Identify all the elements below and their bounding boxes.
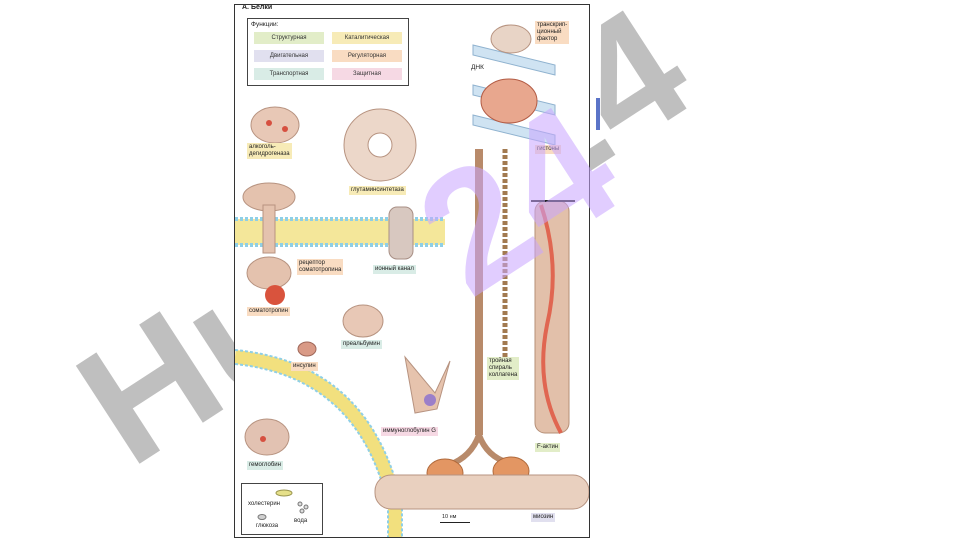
label-collagen: тройная спираль коллагена bbox=[487, 357, 520, 380]
cholesterol-icon bbox=[275, 489, 293, 497]
label-ion-channel: ионный канал bbox=[373, 265, 416, 274]
label-alcohol-dh: алкоголь- дегидрогеназа bbox=[247, 143, 292, 159]
label-transcription-factor: транскрип- ционный фактор bbox=[535, 21, 570, 44]
label-glutamine-synthetase: глутаминсинтетаза bbox=[349, 186, 406, 195]
key-cholesterol: холестерин bbox=[248, 501, 280, 507]
legend-structural: Структурная bbox=[254, 32, 324, 44]
immunoglobulin-shape bbox=[404, 355, 451, 414]
somatotropin-shape bbox=[265, 285, 285, 305]
histones-shape bbox=[480, 78, 538, 124]
water-icon bbox=[297, 501, 303, 507]
protein-figure: А. Белки Функции: Структурная Каталитиче… bbox=[234, 4, 590, 538]
key-glucose: глюкоза bbox=[256, 523, 279, 529]
scale-label: 10 нм bbox=[442, 514, 457, 520]
label-immunoglobulin: иммуноглобулин G bbox=[381, 427, 438, 436]
legend-motor: Двигательная bbox=[254, 50, 324, 62]
legend-protective: Защитная bbox=[332, 68, 402, 80]
label-dna: ДНК bbox=[471, 64, 484, 71]
label-f-actin: F-актин bbox=[535, 443, 561, 452]
label-insulin: инсулин bbox=[291, 362, 318, 371]
label-prealbumin: преальбумин bbox=[341, 340, 382, 349]
transcription-factor-shape bbox=[490, 24, 532, 54]
legend-regulatory: Регуляторная bbox=[332, 50, 402, 62]
molecule-key: холестерин глюкоза вода bbox=[241, 483, 323, 535]
watermark-bar bbox=[596, 98, 600, 130]
myosin-filament bbox=[374, 474, 589, 510]
label-receptor: рецептор соматотропина bbox=[297, 259, 344, 275]
label-somatotropin: соматотропин bbox=[247, 307, 290, 316]
protein-illustration bbox=[235, 24, 589, 537]
label-hemoglobin: гемоглобин bbox=[247, 461, 283, 470]
legend-title: Функции: bbox=[251, 21, 279, 28]
insulin-shape bbox=[297, 341, 317, 357]
key-water: вода bbox=[294, 518, 308, 524]
ion-channel-shape bbox=[388, 206, 414, 260]
label-myosin: миозин bbox=[531, 513, 556, 522]
glucose-icon bbox=[257, 514, 267, 520]
scale-bar bbox=[440, 522, 470, 523]
function-legend: Функции: Структурная Каталитическая Двиг… bbox=[247, 18, 409, 86]
prealbumin-shape bbox=[342, 304, 384, 338]
label-histones: гистоны bbox=[535, 145, 562, 154]
f-actin-shape bbox=[534, 200, 570, 434]
hemoglobin-shape bbox=[244, 418, 290, 456]
alcohol-dh-shape bbox=[250, 106, 300, 144]
legend-catalytic: Каталитическая bbox=[332, 32, 402, 44]
figure-title: А. Белки bbox=[240, 4, 275, 11]
key-icons bbox=[257, 489, 309, 520]
legend-transport: Транспортная bbox=[254, 68, 324, 80]
